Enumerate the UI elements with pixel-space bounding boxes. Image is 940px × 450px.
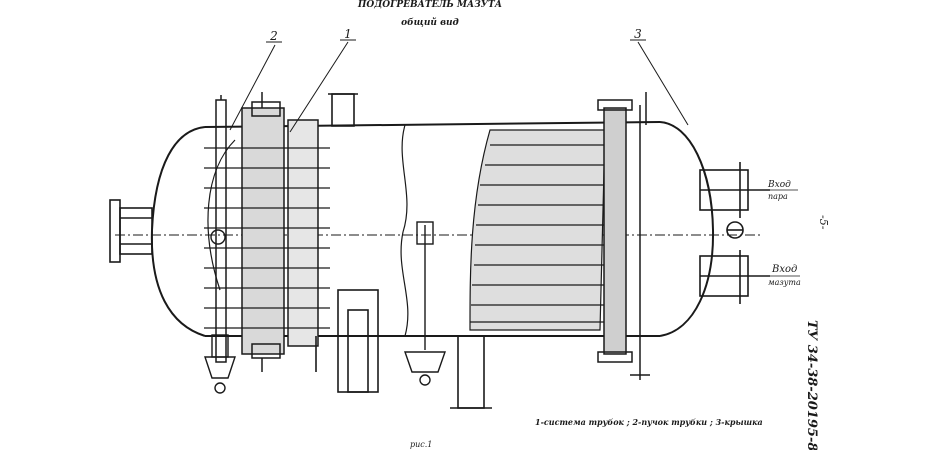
drawing-title: ПОДОГРЕВАТЕЛЬ МАЗУТА [357, 0, 502, 10]
document-code: ТУ 34-38-20195-84. [804, 320, 819, 450]
callout-2: 2 [269, 29, 278, 43]
figure-label: рис.1 [410, 440, 432, 449]
callout-leaders [229, 39, 689, 133]
left-nozzle [109, 199, 153, 263]
fuel-inlet-label: Вход [771, 264, 797, 275]
inlet-label: Вход [767, 180, 791, 190]
right-tube-sheet [597, 92, 650, 380]
tube-rows-left [204, 147, 330, 329]
drain-valves [204, 221, 446, 394]
fuel-inlet-medium-label: мазута [768, 278, 801, 287]
inlet-medium-label: пара [768, 192, 788, 201]
tube-bundle-right [469, 129, 606, 331]
vessel-shell [115, 121, 760, 337]
callout-1: 1 [344, 27, 352, 41]
support-legs [315, 289, 492, 409]
left-tube-sheet [215, 92, 319, 372]
drawing-subtitle: общий вид [401, 17, 459, 28]
right-nozzles [699, 162, 770, 304]
parts-legend: 1-система трубок ; 2-пучок трубки ; 3-кр… [535, 417, 763, 427]
top-vent-nozzle [328, 93, 358, 127]
callout-3: 3 [634, 27, 642, 41]
page-number: -5- [817, 215, 830, 230]
